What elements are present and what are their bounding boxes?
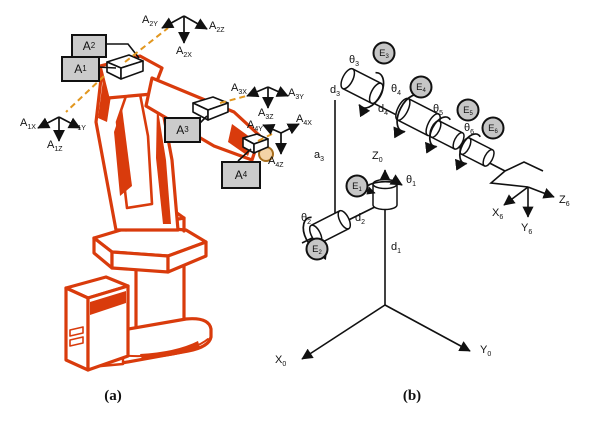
- label-d3: d3: [330, 84, 341, 99]
- caption-a: (a): [104, 388, 122, 404]
- axis-label-a1x: A1X: [20, 117, 36, 132]
- label-z6: Z6: [559, 194, 570, 209]
- label-e5: E5: [463, 105, 473, 117]
- axis-x0: [301, 304, 386, 360]
- theta6-arc: [454, 133, 481, 171]
- triad-a4: [262, 123, 300, 155]
- dashed-axis-links: [65, 27, 273, 142]
- axis-label-a3x: A3X: [231, 82, 247, 97]
- label-theta1: θ1: [406, 174, 417, 189]
- label-a4-sub: 4: [242, 170, 248, 179]
- robot-illustration: [64, 54, 274, 372]
- axis-label-a4z: A4Z: [268, 155, 284, 170]
- accelerometer-triads: [37, 15, 300, 155]
- label-z0: Z0: [372, 150, 383, 165]
- label-e3: E3: [379, 48, 389, 60]
- label-a1-sub: 1: [82, 64, 87, 73]
- label-d1: d1: [391, 241, 402, 256]
- axis-x6: [503, 186, 529, 206]
- label-e2: E2: [312, 244, 322, 256]
- axis-label-a4x: A4X: [296, 113, 312, 128]
- caption-b: (b): [402, 388, 422, 404]
- triad-a3: [246, 86, 289, 109]
- joint-1-cylinder: [372, 178, 398, 211]
- axis-label-a3y: A3Y: [288, 87, 304, 102]
- label-a3-param: a3: [314, 149, 325, 164]
- label-a2-base: A: [82, 39, 91, 53]
- label-a1-base: A: [74, 62, 83, 76]
- axis-z6: [527, 186, 555, 199]
- label-theta2: θ2: [301, 212, 312, 227]
- joint-5-cylinder: [429, 120, 465, 150]
- encoder-e5-circle: [456, 98, 480, 122]
- theta5-arc: [424, 116, 451, 154]
- encoder-circles: [305, 41, 505, 261]
- label-d4: d4: [378, 103, 389, 118]
- axis-label-a1z: A1Z: [47, 139, 63, 154]
- encoder-e4-circle: [409, 75, 433, 99]
- joint-cylinders: [308, 67, 495, 245]
- encoder-e1-circle: [345, 174, 369, 198]
- triad-a1: [37, 116, 81, 142]
- axis-label-a3z: A3Z: [258, 107, 274, 122]
- label-e6: E6: [488, 123, 498, 135]
- label-theta3: θ3: [349, 54, 360, 69]
- joint-6-cylinder: [459, 137, 495, 167]
- end-effector-bracket: [504, 161, 544, 172]
- label-x0: X0: [275, 354, 287, 369]
- label-a3-sub: 3: [184, 125, 189, 134]
- label-d2: d2: [355, 212, 366, 227]
- axis-y0: [384, 304, 471, 352]
- triad-a2: [161, 15, 208, 44]
- label-e1: E1: [352, 181, 362, 193]
- joint-2-cylinder: [308, 209, 352, 245]
- label-theta4: θ4: [391, 83, 402, 98]
- axis-label-a2z: A2Z: [209, 20, 225, 35]
- axis-label-a4y: A4Y: [247, 119, 263, 134]
- label-a4-base: A: [234, 168, 243, 182]
- label-e4: E4: [416, 82, 426, 94]
- label-a2-sub: 2: [90, 41, 96, 50]
- joint-3-cylinder: [340, 67, 384, 105]
- label-y6: Y6: [521, 222, 533, 237]
- label-a3-base: A: [176, 123, 185, 137]
- encoder-e2-circle: [305, 237, 329, 261]
- encoder-e3-circle: [372, 41, 396, 65]
- axis-label-a1y: A1Y: [70, 118, 86, 133]
- label-x6: X6: [492, 207, 504, 222]
- encoder-e6-circle: [481, 116, 505, 140]
- label-theta6: θ6: [464, 122, 475, 137]
- axis-label-a2y: A2Y: [142, 14, 158, 29]
- axis-label-a2x: A2X: [176, 45, 192, 60]
- label-theta5: θ5: [433, 103, 444, 118]
- label-y0: Y0: [480, 344, 492, 359]
